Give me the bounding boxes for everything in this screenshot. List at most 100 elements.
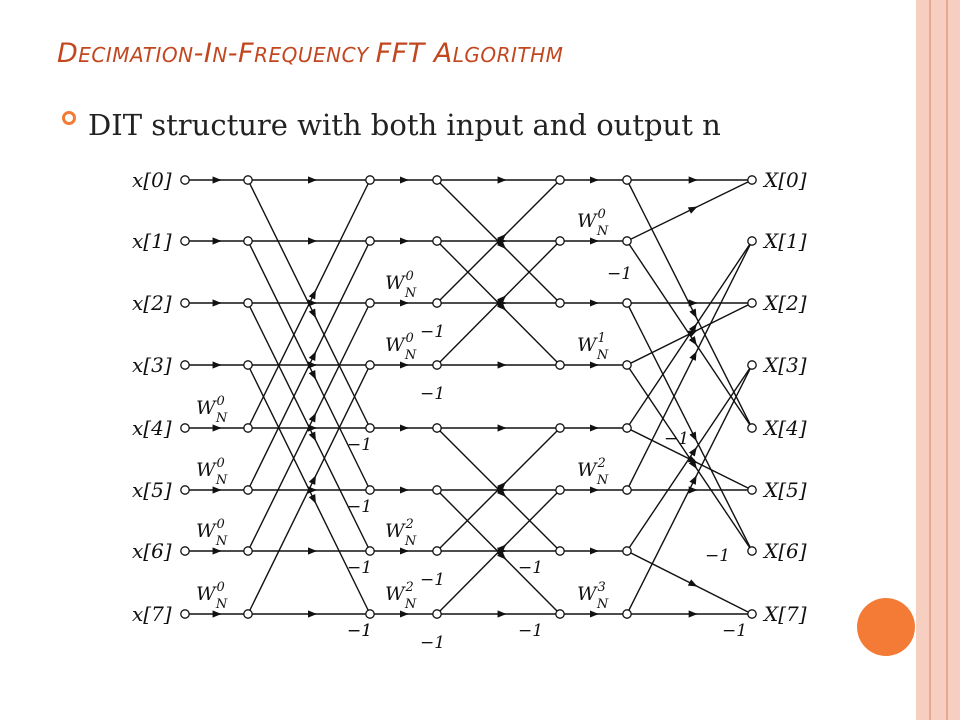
graph-node (243, 485, 253, 495)
branch-arrow (308, 431, 317, 442)
branch-arrow (689, 308, 697, 319)
branch-line (626, 179, 753, 242)
branch-arrow (687, 455, 698, 464)
graph-node (365, 175, 375, 185)
graph-node (432, 423, 442, 433)
graph-node (622, 236, 632, 246)
bullet-icon (62, 111, 76, 125)
title-run: D (57, 38, 79, 69)
branch-arrow (497, 550, 506, 560)
branch-arrow (497, 488, 506, 497)
minus-one-label: −1 (347, 435, 372, 455)
branch-arrow (497, 301, 506, 311)
graph-node (622, 360, 632, 370)
graph-node (555, 298, 565, 308)
side-decor-line (929, 0, 931, 720)
graph-node (432, 546, 442, 556)
branch-line (247, 240, 371, 491)
graph-node (747, 236, 757, 246)
graph-node (622, 546, 632, 556)
branch-line (247, 364, 371, 615)
graph-node (365, 360, 375, 370)
graph-node (243, 298, 253, 308)
graph-node (555, 360, 565, 370)
branch-line (626, 302, 753, 552)
graph-node (555, 175, 565, 185)
output-label: X[6] (762, 539, 807, 563)
input-label: x[5] (132, 478, 172, 502)
minus-one-label: −1 (420, 570, 445, 590)
side-decor-line (946, 0, 948, 720)
graph-node (243, 423, 253, 433)
graph-node (365, 298, 375, 308)
graph-node (747, 609, 757, 619)
graph-node (365, 236, 375, 246)
graph-node (180, 175, 190, 185)
node-group (180, 175, 757, 619)
graph-node (622, 485, 632, 495)
label-group: x[0]x[1]x[2]x[3]x[4]x[5]x[6]x[7]X[0]X[1]… (132, 168, 807, 653)
branch-arrow (689, 351, 697, 362)
graph-node (747, 298, 757, 308)
branch-arrow (308, 493, 317, 504)
branch-arrow (308, 308, 317, 319)
graph-node (180, 546, 190, 556)
graph-node (243, 360, 253, 370)
title-run: -I (193, 38, 213, 69)
branch-arrow (688, 447, 697, 457)
minus-one-label: −1 (347, 621, 372, 641)
title-run: N (212, 43, 228, 67)
branch-line (626, 240, 753, 491)
input-label: x[7] (132, 602, 172, 626)
output-label: X[3] (762, 353, 807, 377)
graph-node (180, 485, 190, 495)
branch-line (626, 550, 753, 615)
minus-one-label: −1 (722, 621, 747, 641)
branch-arrow (497, 234, 506, 243)
branch-arrow (308, 351, 317, 362)
graph-node (622, 298, 632, 308)
branch-arrow (308, 369, 317, 380)
output-label: X[0] (762, 168, 807, 192)
branch-arrow (687, 579, 698, 587)
output-label: X[1] (762, 229, 807, 253)
graph-node (243, 236, 253, 246)
branch-arrow (687, 329, 698, 338)
minus-one-label: −1 (607, 264, 632, 284)
graph-node (432, 236, 442, 246)
title-run: FFT A (375, 38, 453, 69)
output-label: X[5] (762, 478, 807, 502)
graph-node (180, 360, 190, 370)
branch-arrow (497, 240, 506, 249)
graph-node (180, 423, 190, 433)
minus-one-label: −1 (518, 621, 543, 641)
minus-one-label: −1 (347, 558, 372, 578)
minus-one-label: −1 (420, 384, 445, 404)
output-label: X[4] (762, 416, 807, 440)
graph-node (622, 175, 632, 185)
minus-one-label: −1 (347, 497, 372, 517)
graph-node (365, 609, 375, 619)
graph-node (243, 609, 253, 619)
slide-title: DECIMATION-IN-FREQUENCY FFT ALGORITHM (57, 38, 563, 69)
title-run: LGORITHM (452, 43, 564, 67)
minus-one-label: −1 (420, 322, 445, 342)
branch-arrow (308, 475, 317, 486)
branch-line (626, 364, 753, 552)
graph-node (365, 423, 375, 433)
input-label: x[3] (132, 353, 172, 377)
branch-line (247, 179, 371, 429)
bullet-text: DIT structure with both input and output… (88, 108, 721, 142)
input-label: x[6] (132, 539, 172, 563)
side-decor-band (916, 0, 960, 720)
